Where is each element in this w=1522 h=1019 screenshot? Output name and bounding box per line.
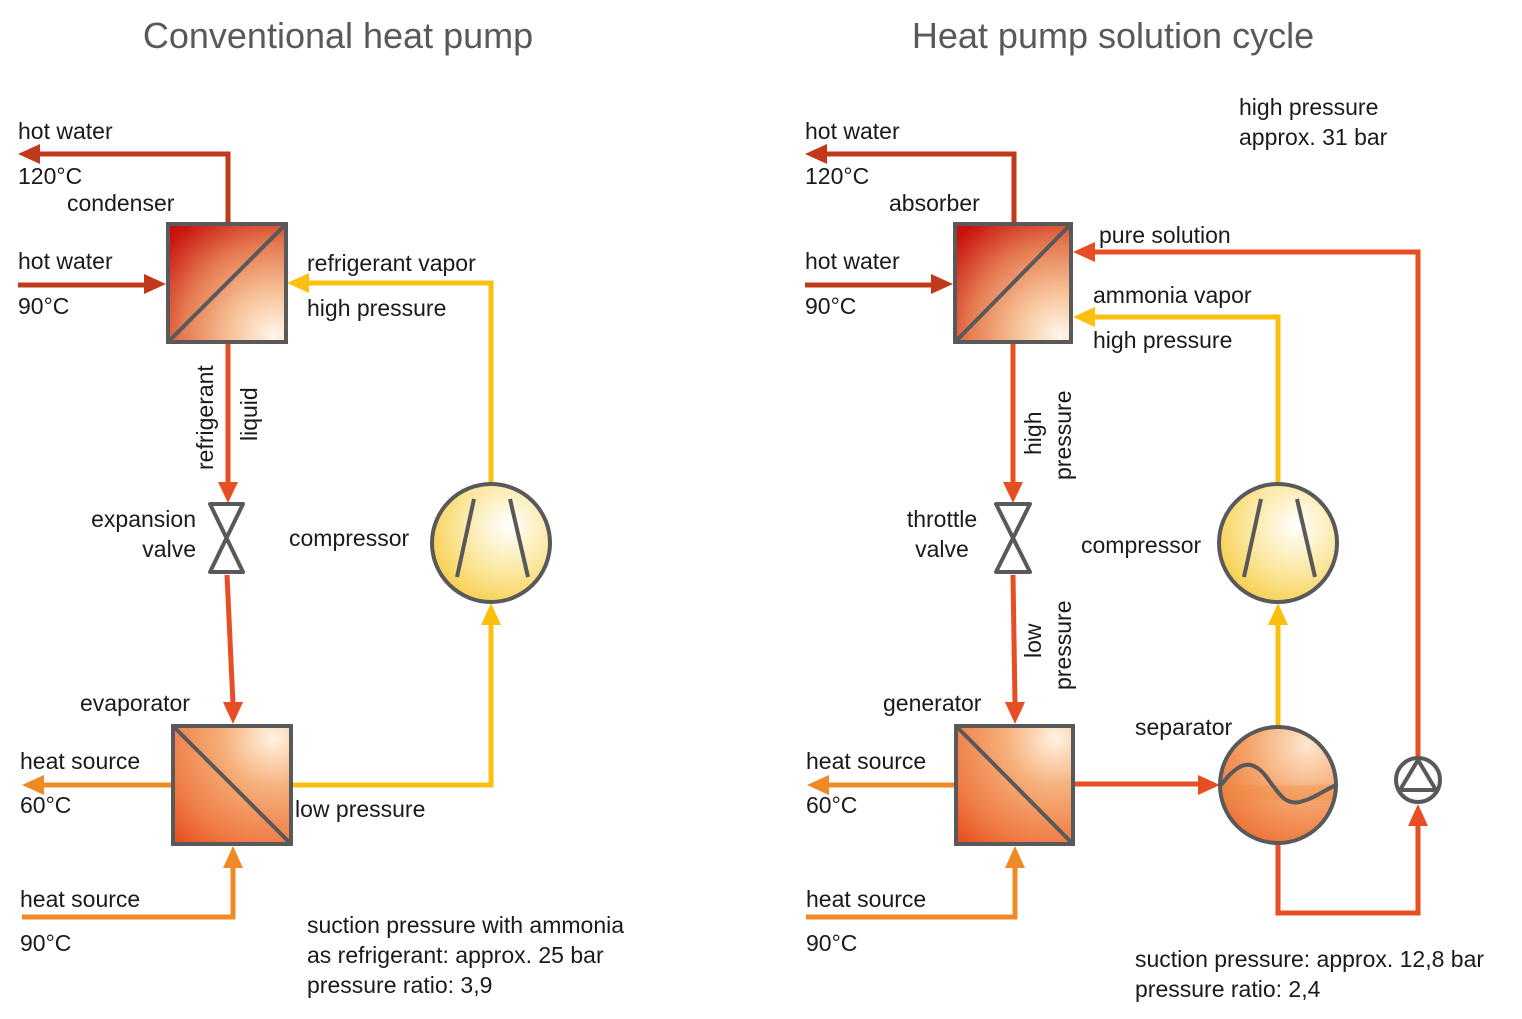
pump-icon xyxy=(1394,756,1442,804)
generator-label: generator xyxy=(883,690,982,716)
heat-source-in-label: heat source xyxy=(20,886,140,912)
valve-label: valve xyxy=(142,536,196,562)
high-vertical-label: high xyxy=(1020,412,1046,455)
high-pressure-label: high pressure xyxy=(307,295,446,321)
throttle-valve-icon xyxy=(994,502,1032,574)
separator-icon xyxy=(1218,725,1338,845)
left-title: Conventional heat pump xyxy=(143,15,533,56)
condenser-label: condenser xyxy=(67,190,175,216)
arrow-left-icon xyxy=(807,775,829,795)
hot-water-out-temp: 120°C xyxy=(18,163,82,189)
pure-solution-label: pure solution xyxy=(1099,222,1231,248)
low-vertical-label: low xyxy=(1020,623,1046,658)
separator-label: separator xyxy=(1135,714,1233,740)
left-note-line-1: suction pressure with ammonia xyxy=(307,912,624,938)
separator-to-pump-line xyxy=(1275,823,1421,916)
low-pressure-vapor-line xyxy=(292,622,494,788)
valve-to-evaporator-line xyxy=(224,574,236,705)
compressor-label: compressor xyxy=(1081,532,1201,558)
heat-source-in-line xyxy=(806,866,1018,920)
arrow-right-icon xyxy=(144,274,166,294)
expansion-label: expansion xyxy=(91,506,196,532)
refrigerant-vapor-label: refrigerant vapor xyxy=(307,250,476,276)
arrow-up-icon xyxy=(1268,603,1288,625)
left-note-line-2: as refrigerant: approx. 25 bar xyxy=(307,942,604,968)
arrow-left-icon xyxy=(18,144,40,164)
arrow-up-icon xyxy=(1005,846,1025,868)
compressor-icon xyxy=(1217,482,1339,604)
arrow-right-icon xyxy=(1198,775,1220,795)
condenser-icon xyxy=(166,222,288,344)
heat-source-in-label: heat source xyxy=(806,886,926,912)
arrow-left-icon xyxy=(287,273,309,293)
heat-source-out-temp: 60°C xyxy=(806,792,857,818)
absorber-label: absorber xyxy=(889,190,980,216)
high-pressure-note-line-2: approx. 31 bar xyxy=(1239,124,1388,150)
hot-water-in-temp: 90°C xyxy=(805,293,856,319)
left-note-line-3: pressure ratio: 3,9 xyxy=(307,972,492,998)
high-pressure-label: high pressure xyxy=(1093,327,1232,353)
pressure-vertical-label: pressure xyxy=(1050,601,1076,690)
hot-water-out-label: hot water xyxy=(805,118,900,144)
heat-source-out-label: heat source xyxy=(20,748,140,774)
generator-icon xyxy=(954,724,1075,846)
hot-water-out-label: hot water xyxy=(18,118,113,144)
low-pressure-line xyxy=(1010,574,1018,705)
heat-source-in-temp: 90°C xyxy=(806,930,857,956)
expansion-valve-icon xyxy=(208,502,245,574)
heat-source-out-temp: 60°C xyxy=(20,792,71,818)
high-pressure-note-line-1: high pressure xyxy=(1239,94,1378,120)
right-note-line-1: suction pressure: approx. 12,8 bar xyxy=(1135,946,1484,972)
valve-label: valve xyxy=(915,536,969,562)
heat-source-in-temp: 90°C xyxy=(20,930,71,956)
ammonia-vapor-line xyxy=(1093,314,1281,484)
hot-water-in-label: hot water xyxy=(805,248,900,274)
hot-water-in-label: hot water xyxy=(18,248,113,274)
evaporator-icon xyxy=(171,724,293,846)
right-note-line-2: pressure ratio: 2,4 xyxy=(1135,976,1321,1002)
arrow-up-icon xyxy=(1408,804,1428,826)
arrow-up-icon xyxy=(223,846,243,868)
right-title: Heat pump solution cycle xyxy=(912,15,1314,56)
arrow-down-icon xyxy=(1005,702,1025,724)
refrigerant-label: refrigerant xyxy=(192,365,218,470)
arrow-down-icon xyxy=(1003,482,1023,503)
arrow-right-icon xyxy=(931,274,953,294)
liquid-label: liquid xyxy=(236,387,262,441)
refrigerant-vapor-line xyxy=(306,280,494,484)
low-pressure-label: low pressure xyxy=(295,796,425,822)
heat-source-out-label: heat source xyxy=(806,748,926,774)
arrow-left-icon xyxy=(1073,307,1095,327)
ammonia-vapor-label: ammonia vapor xyxy=(1093,282,1252,308)
arrow-down-icon xyxy=(223,702,243,724)
hot-water-out-line xyxy=(825,151,1017,224)
throttle-label: throttle xyxy=(907,506,977,532)
arrow-left-icon xyxy=(805,144,827,164)
compressor-icon xyxy=(430,482,552,604)
heat-source-in-line xyxy=(22,866,236,920)
left-diagram: hot water 120°C condenser hot water 90°C… xyxy=(18,118,624,998)
arrow-left-icon xyxy=(1073,242,1095,262)
hot-water-in-temp: 90°C xyxy=(18,293,69,319)
pure-solution-line xyxy=(1093,249,1421,763)
hot-water-out-temp: 120°C xyxy=(805,163,869,189)
arrow-left-icon xyxy=(22,775,44,795)
arrow-up-icon xyxy=(481,603,501,625)
hot-water-out-line xyxy=(38,151,231,224)
pressure-vertical-label: pressure xyxy=(1050,391,1076,480)
arrow-down-icon xyxy=(218,482,238,503)
compressor-label: compressor xyxy=(289,525,409,551)
absorber-icon xyxy=(953,222,1073,344)
right-diagram: high pressure approx. 31 bar hot water 1… xyxy=(805,94,1484,1002)
evaporator-label: evaporator xyxy=(80,690,190,716)
